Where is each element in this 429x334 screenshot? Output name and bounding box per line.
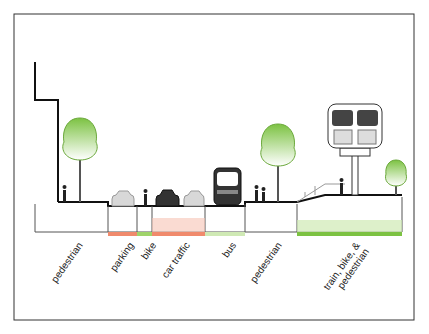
bus	[214, 168, 241, 205]
tree	[261, 124, 295, 202]
cars	[112, 190, 204, 206]
elevated-train	[328, 104, 382, 195]
frame	[14, 14, 414, 320]
people	[63, 178, 344, 206]
tree	[385, 160, 406, 195]
building-outline	[35, 62, 58, 202]
tree	[63, 118, 97, 202]
ramp-rail	[297, 184, 345, 202]
segment-color-bars	[108, 206, 402, 236]
